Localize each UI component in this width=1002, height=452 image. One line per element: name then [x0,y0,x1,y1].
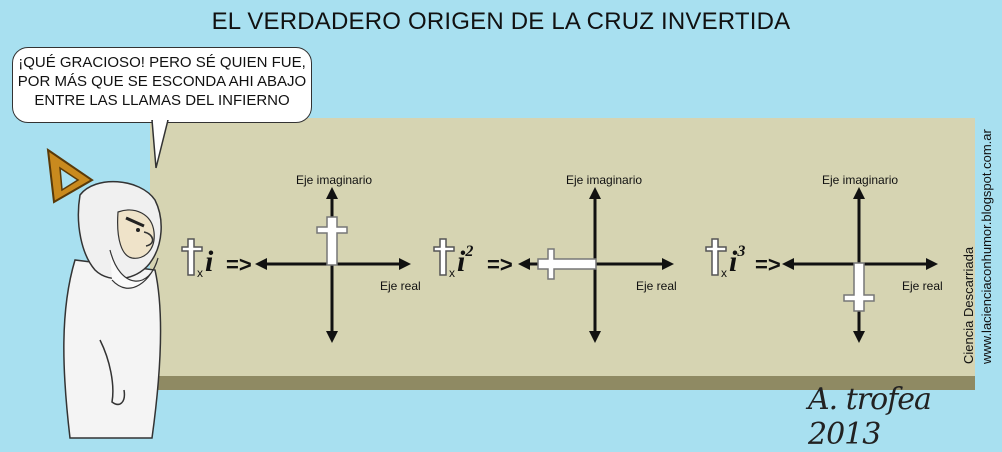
real-axis-label: Eje real [636,279,677,293]
speech-bubble-text: ¡QUÉ GRACIOSO! PERO SÉ QUIEN FUE, POR MÁ… [17,54,307,109]
complex-plane-2 [518,187,674,343]
real-axis-label: Eje real [380,279,421,293]
imaginary-unit: i [205,245,214,278]
implies-arrow: => [226,252,252,277]
imaginary-unit-squared: i2 [457,243,474,278]
credit-url: www.lacienciaconhumor.blogspot.com.ar [979,129,994,364]
comic-title: EL VERDADERO ORIGEN DE LA CRUZ INVERTIDA [211,8,791,35]
multiplier-sign: x [449,266,455,280]
imaginary-axis-label: Eje imaginario [822,173,899,187]
implies-arrow: => [755,252,781,277]
imaginary-unit-cubed: i3 [729,243,746,278]
imaginary-axis-label: Eje imaginario [566,173,643,187]
real-axis-label: Eje real [902,279,943,293]
speech-bubble [12,47,312,123]
artist-signature: A. trofea 2013 [808,382,932,452]
speech-bubble-tail [151,120,169,169]
halo-triangle-icon [46,147,94,204]
cross-icon [181,238,203,276]
cross-left-icon [537,248,597,280]
implies-arrow: => [487,252,513,277]
multiplier-sign: x [721,266,727,280]
complex-plane-3 [782,187,938,343]
complex-plane-1 [255,187,411,343]
cross-icon [433,238,455,276]
god-character [46,147,162,439]
multiplier-sign: x [197,266,203,280]
cross-down-icon [843,262,875,312]
blackboard [150,118,975,378]
cross-up-icon [316,216,348,266]
cross-icon [705,238,727,276]
blackboard-ledge [150,376,975,390]
credit-brand: Ciencia Descarriada [961,246,976,364]
imaginary-axis-label: Eje imaginario [296,173,373,187]
